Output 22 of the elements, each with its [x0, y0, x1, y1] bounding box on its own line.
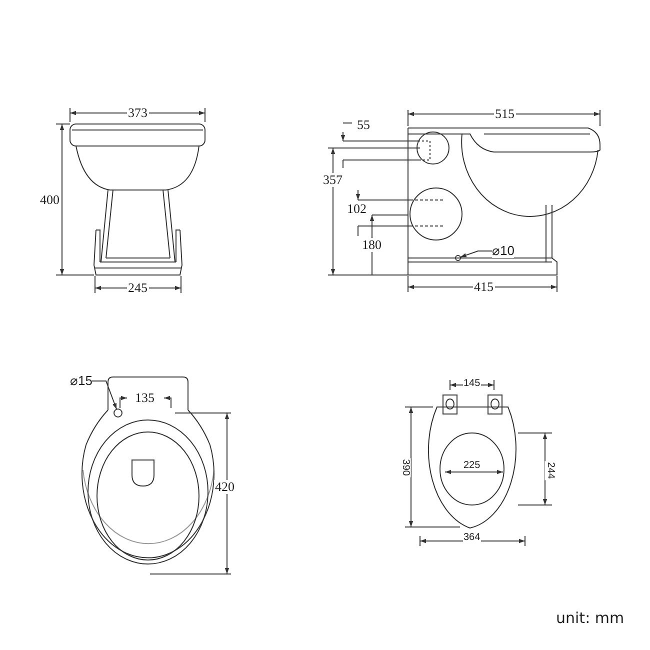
dimension-value: 415 [473, 280, 494, 294]
dimension-value: 364 [462, 532, 482, 542]
unit-note: unit: mm [555, 610, 626, 626]
leader-line [460, 250, 492, 258]
fixing-hole [455, 255, 461, 261]
dimension-value: 515 [494, 107, 516, 121]
dimension-value: 180 [361, 238, 382, 252]
fixing-hole [114, 408, 122, 418]
dimension-value: 420 [214, 480, 236, 494]
leader-line [92, 380, 118, 410]
dimension-value: 145 [462, 378, 482, 388]
dimension-value: 135 [134, 391, 156, 405]
dimension-value: 102 [346, 202, 368, 216]
dimension-value: 400 [39, 193, 60, 207]
dimension-value: 373 [127, 106, 148, 120]
dimension-value: 245 [127, 281, 148, 295]
diameter-label: ⌀10 [492, 244, 514, 258]
dimension-value: 55 [356, 118, 371, 132]
dimension-value: 225 [462, 460, 482, 470]
dimension-value: 244 [544, 460, 556, 480]
diameter-label: ⌀15 [70, 374, 92, 388]
dimension-value: 357 [322, 173, 344, 187]
